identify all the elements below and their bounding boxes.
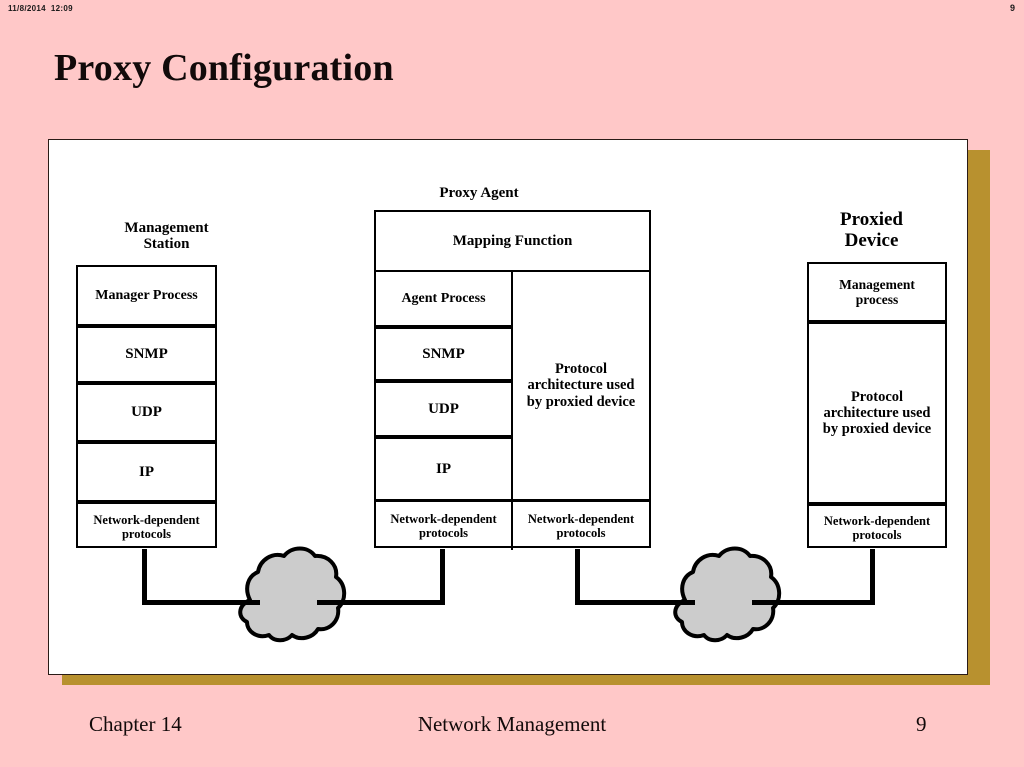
proxied-device-title-line1: Proxied	[840, 209, 903, 230]
proxy-agent-stack: Mapping Function Agent Process SNMP UDP …	[374, 210, 651, 550]
footer-page-number: 9	[916, 712, 927, 736]
ms-sep-2	[78, 381, 215, 385]
wire-proxy-agent-left-drop	[440, 549, 445, 605]
pa-layer-agent-process: Agent Process	[401, 290, 486, 306]
pa-sep-mapping	[376, 270, 649, 272]
wire-proxied-device-drop	[870, 549, 875, 605]
pa-layer-network-dependent-right: Network-dependent protocols	[527, 512, 635, 540]
pa-sep-4	[376, 499, 649, 502]
slide-date-stamp: 11/8/2014 12:09	[8, 4, 73, 13]
wire-management-station-to-cloud	[142, 600, 260, 605]
proxied-device-title: Proxied Device	[794, 209, 949, 251]
proxied-device-stack: Management process Protocol architecture…	[807, 262, 947, 548]
ms-sep-1	[78, 324, 215, 328]
pd-layer-management-process: Management process	[839, 276, 915, 307]
pa-block-protocol-architecture: Protocol architecture used by proxied de…	[526, 361, 636, 410]
proxied-device-title-line2: Device	[844, 229, 899, 251]
pd-block-protocol-architecture: Protocol architecture used by proxied de…	[822, 388, 932, 438]
wire-cloud-to-proxy-agent	[317, 600, 445, 605]
pd-layer-network-dependent: Network-dependent protocols	[823, 514, 931, 542]
management-station-title: Management Station	[84, 220, 249, 252]
ms-sep-3	[78, 440, 215, 444]
wire-cloud2-to-proxied-device	[752, 600, 875, 605]
diagram-canvas: Management Station Manager Process SNMP …	[49, 140, 969, 676]
proxy-agent-title: Proxy Agent	[379, 185, 579, 201]
ms-layer-manager-process: Manager Process	[95, 287, 198, 303]
page-title: Proxy Configuration	[54, 47, 394, 89]
pa-sep-1	[376, 325, 511, 329]
management-station-stack: Manager Process SNMP UDP IP Network-depe…	[76, 265, 217, 548]
figure-panel: Management Station Manager Process SNMP …	[48, 139, 968, 675]
pa-layer-ip: IP	[436, 460, 451, 477]
pa-sep-3	[376, 435, 511, 439]
pa-layer-udp: UDP	[428, 400, 459, 417]
network-cloud-right	[673, 546, 782, 643]
management-station-title-line2: Station	[143, 236, 190, 253]
ms-layer-udp: UDP	[131, 404, 162, 421]
wire-management-station-drop	[142, 549, 147, 605]
footer-chapter: Chapter 14	[89, 712, 182, 736]
pa-layer-mapping-function: Mapping Function	[452, 232, 573, 249]
management-station-title-line1: Management	[124, 220, 209, 236]
pa-layer-network-dependent-left: Network-dependent protocols	[390, 512, 497, 540]
wire-proxy-agent-right-drop	[575, 549, 580, 605]
pa-layer-snmp: SNMP	[422, 345, 465, 362]
proxy-agent-title-text: Proxy Agent	[439, 185, 519, 201]
ms-layer-ip: IP	[139, 463, 154, 480]
ms-layer-snmp: SNMP	[125, 346, 168, 363]
pd-sep-2	[809, 502, 945, 506]
pd-sep-1	[809, 320, 945, 324]
slide-number-top: 9	[1009, 3, 1015, 13]
ms-sep-4	[78, 500, 215, 504]
network-cloud-left	[238, 546, 347, 643]
ms-layer-network-dependent: Network-dependent protocols	[93, 513, 200, 541]
footer-subject: Network Management	[417, 712, 607, 736]
pa-vertical-divider	[511, 272, 513, 550]
pa-sep-2	[376, 379, 511, 383]
wire-proxy-agent-to-cloud2	[575, 600, 695, 605]
